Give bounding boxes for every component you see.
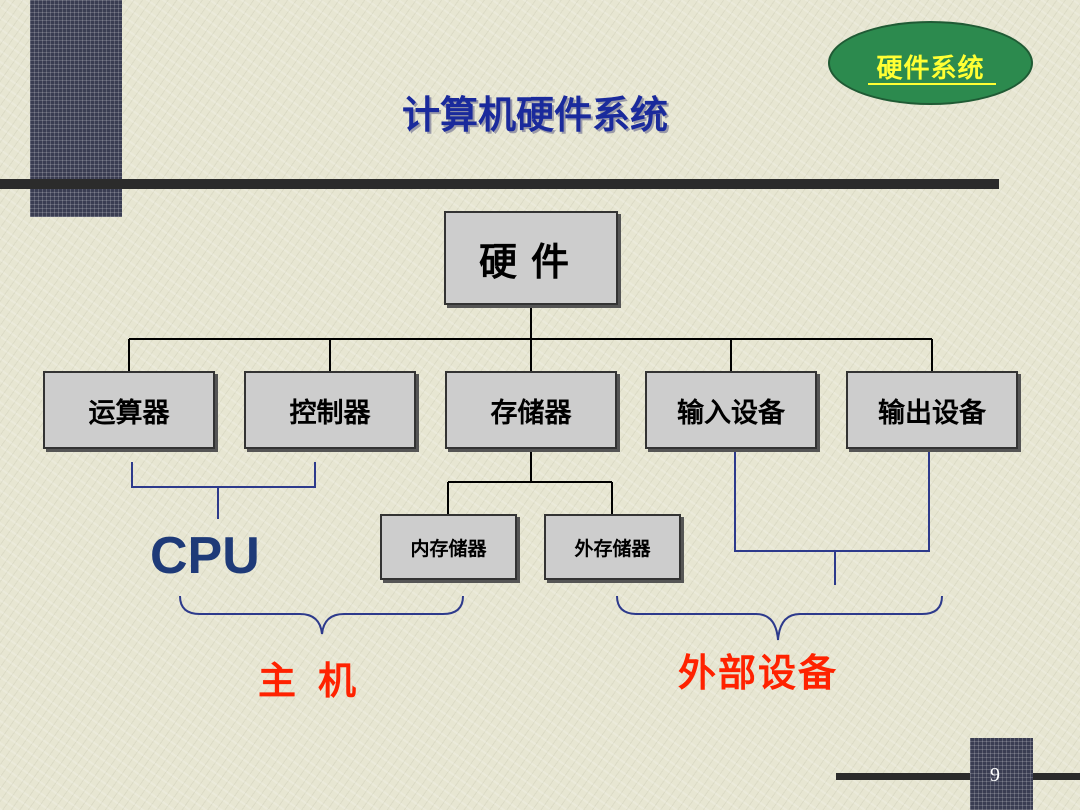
node-internal-memory: 内存储器 [380,514,517,580]
decorative-pattern-block [970,738,1033,810]
section-badge-underline [868,83,996,85]
node-controller: 控制器 [244,371,416,449]
section-badge: 硬件系统 [828,21,1033,105]
node-external-memory: 外存储器 [544,514,681,580]
footer-rule [836,773,1080,780]
node-input-device: 输入设备 [645,371,817,449]
slide-title: 计算机硬件系统 [401,93,668,137]
section-badge-label: 硬件系统 [876,54,985,84]
node-hardware: 硬件 [444,211,618,305]
title-rule [0,179,999,189]
group-label-peripherals: 外部设备 [678,651,839,695]
node-output-device: 输出设备 [846,371,1018,449]
group-label-cpu: CPU [150,527,260,585]
node-memory: 存储器 [445,371,617,449]
page-number: 9 [990,764,1000,786]
node-alu: 运算器 [43,371,215,449]
group-label-host: 主机 [258,659,379,703]
